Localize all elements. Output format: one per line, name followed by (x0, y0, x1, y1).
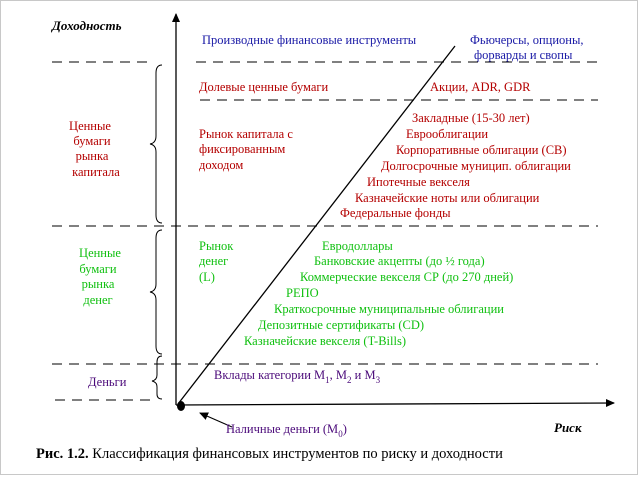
cash-suffix: ) (343, 422, 347, 436)
fixed-income-title: Рынок капитала с фиксированным доходом (199, 127, 293, 172)
money-line-1: Ценные (79, 246, 121, 260)
fixed-income-item: Федеральные фонды (340, 206, 451, 220)
deposits-sub-1: 1 (325, 375, 330, 385)
cash-sub: 0 (338, 429, 343, 439)
figure-caption: Рис. 1.2. Классификация финансовых инстр… (36, 446, 503, 462)
cash-prefix: Наличные деньги (М (226, 422, 338, 436)
money-line-4: денег (83, 293, 112, 307)
money-market-item: Казначейские векселя (T-Bills) (244, 334, 406, 348)
money-market-item: РЕПО (286, 286, 319, 300)
money-market-item: Евродоллары (322, 239, 393, 253)
fixed-income-item: Закладные (15-30 лет) (412, 111, 530, 125)
fixed-income-title-2: фиксированным (199, 142, 285, 156)
capital-line-1: Ценные (69, 119, 111, 133)
x-axis-label: Риск (554, 420, 582, 435)
x-axis (175, 399, 615, 408)
risk-return-line (177, 45, 456, 405)
equity-examples: Акции, ADR, GDR (430, 80, 531, 94)
capital-line-3: рынка (76, 149, 109, 163)
deposits-sub-2: 2 (347, 375, 352, 385)
money-market-title-1: Рынок (199, 239, 234, 253)
fixed-income-item: Ипотечные векселя (367, 175, 470, 189)
money-market-items: Евродоллары Банковские акцепты (до ½ год… (244, 239, 513, 348)
money-market-item: Банковские акцепты (до ½ года) (314, 254, 485, 268)
brace-money (149, 229, 163, 355)
equity-title: Долевые ценные бумаги (199, 80, 329, 94)
derivatives-examples-1: Фьючерсы, опционы, (470, 33, 584, 47)
fixed-income-item: Казначейские ноты или облигации (355, 191, 540, 205)
origin-dot (177, 401, 185, 411)
brace-capital (149, 64, 163, 224)
deposits-prefix: Вклады категории М (214, 368, 325, 382)
money-market-item: Коммерческие векселя СР (до 270 дней) (300, 270, 513, 284)
fixed-income-item: Корпоративные облигации (СВ) (396, 143, 567, 157)
money-market-title: Рынок денег (L) (199, 239, 234, 284)
capital-line-4: капитала (72, 165, 120, 179)
deposits-label: Вклады категории М1, М2 и М3 (214, 368, 381, 385)
capital-line-2: бумаги (73, 134, 110, 148)
label-money: Деньги (88, 375, 127, 389)
money-market-item: Краткосрочные муниципальные облигации (274, 302, 504, 316)
derivatives-title: Производные финансовые инструменты (202, 33, 417, 47)
fixed-income-title-3: доходом (199, 158, 243, 172)
money-market-title-3: (L) (199, 270, 215, 284)
fixed-income-item: Долгосрочные муницип. облигации (381, 159, 571, 173)
money-line-2: бумаги (79, 262, 116, 276)
brace-deposits (151, 355, 163, 400)
fixed-income-item: Еврооблигации (406, 127, 488, 141)
caption-number: Рис. 1.2. (36, 446, 89, 462)
fixed-income-title-1: Рынок капитала с (199, 127, 293, 141)
deposits-sub-3: 3 (376, 375, 381, 385)
cash-arrow (199, 412, 233, 428)
y-axis-label: Доходность (51, 18, 122, 33)
deposits-mid-1: , М (330, 368, 347, 382)
money-market-title-2: денег (199, 254, 228, 268)
label-capital-securities: Ценные бумаги рынка капитала (69, 119, 120, 179)
deposits-mid-2: и М (352, 368, 376, 382)
caption-text: Классификация финансовых инструментов по… (89, 446, 503, 462)
derivatives-examples-2: форварды и свопы (474, 48, 573, 62)
cash-label: Наличные деньги (М0) (226, 422, 347, 439)
money-market-item: Депозитные сертификаты (CD) (258, 318, 424, 332)
fixed-income-items: Закладные (15-30 лет) Еврооблигации Корп… (340, 111, 571, 220)
label-money-securities: Ценные бумаги рынка денег (79, 246, 121, 307)
money-line-3: рынка (82, 277, 115, 291)
